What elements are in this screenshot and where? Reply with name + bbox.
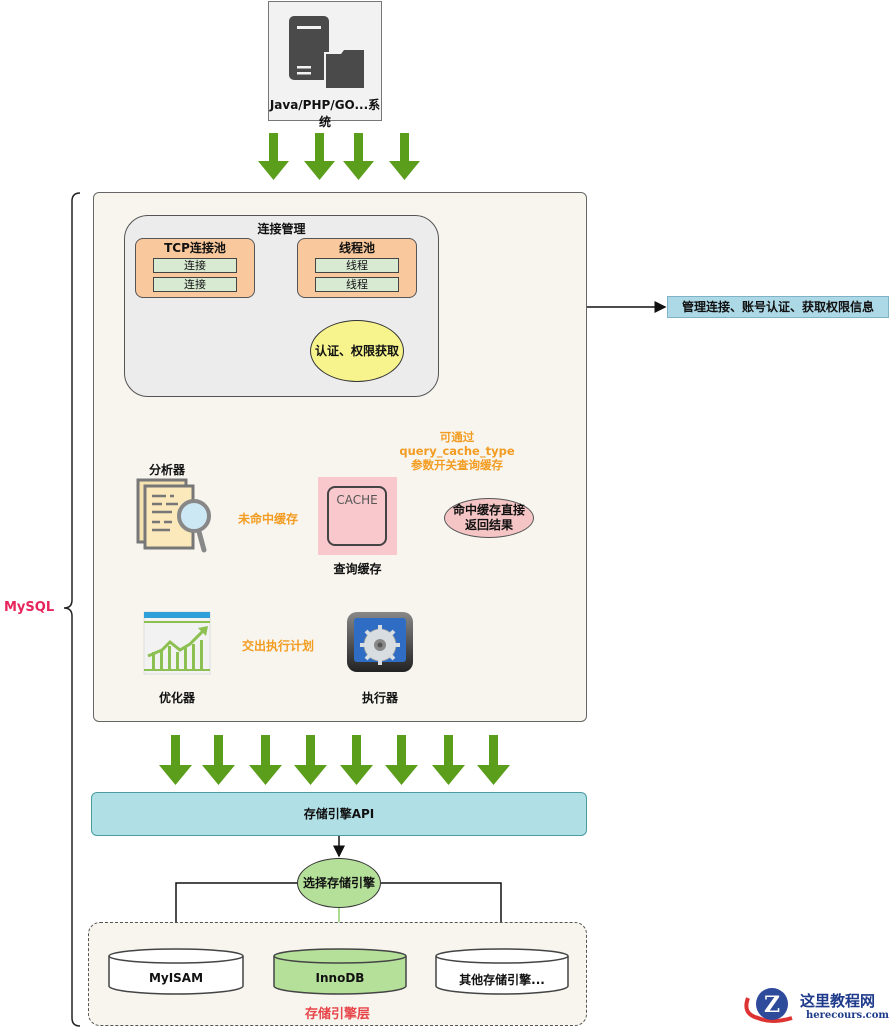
storage-engine-layer-label: 存储引擎层 [304, 1007, 370, 1022]
query-cache-label: 查询缓存 [333, 562, 382, 576]
engine-other-label: 其他存储引擎... [459, 973, 545, 987]
executor-label: 执行器 [361, 691, 398, 705]
storage-engine-api: 存储引擎API [91, 792, 587, 836]
tcp-connection-pool: TCP连接池 连接 连接 [135, 238, 255, 298]
mysql-brace [63, 192, 81, 1027]
green-arrow [343, 133, 374, 180]
watermark-title: 这里教程网 [800, 992, 876, 1010]
green-arrow [385, 735, 418, 785]
engine-other [435, 948, 569, 995]
optimizer-label: 优化器 [158, 691, 195, 705]
cache-hit-ellipse: 命中缓存直接 返回结果 [444, 498, 534, 538]
cache-hit-line: 返回结果 [464, 518, 513, 532]
cache-icon [327, 486, 387, 546]
green-arrow [159, 735, 192, 785]
thread-pool: 线程池 线程 线程 [297, 238, 417, 298]
green-arrow [249, 735, 282, 785]
green-arrow [258, 133, 289, 180]
gear-icon [347, 612, 413, 672]
bubble-text: 可通过 query_cache_type 参数开关查询缓存 [396, 430, 518, 472]
svg-text:Z: Z [764, 992, 780, 1018]
green-arrow [294, 735, 327, 785]
connection-slot: 连接 [153, 277, 237, 292]
thread-pool-title: 线程池 [338, 241, 375, 255]
cache-hit-line: 命中缓存直接 [452, 503, 525, 517]
client-system-label: Java/PHP/GO...系统 [269, 98, 381, 129]
watermark-url: herecours.com [806, 1010, 890, 1021]
watermark-logo-icon: Z [744, 988, 793, 1023]
thread-slot: 线程 [315, 277, 399, 292]
bubble-line: query_cache_type [399, 444, 515, 458]
thread-slot: 线程 [315, 258, 399, 273]
green-arrow [304, 133, 335, 180]
connection-management-title: 连接管理 [257, 222, 306, 236]
green-arrow [389, 133, 420, 180]
bubble-line: 可通过 [439, 430, 475, 444]
client-arrows [258, 133, 420, 180]
plan-label: 交出执行计划 [240, 637, 317, 654]
green-arrow [340, 735, 373, 785]
green-arrow [202, 735, 235, 785]
cache-text: CACHE [336, 493, 378, 507]
server-folder-icon [289, 16, 367, 90]
chart-growth-icon [143, 611, 211, 675]
select-engine-ellipse: 选择存储引擎 [297, 858, 381, 908]
engine-innodb [273, 948, 407, 995]
storage-arrows [159, 735, 510, 785]
connection-info-box: 管理连接、账号认证、获取权限信息 [667, 296, 889, 318]
engine-myisam-label: MyISAM [148, 971, 204, 985]
tcp-pool-title: TCP连接池 [164, 241, 226, 255]
engine-innodb-label: InnoDB [315, 971, 365, 985]
auth-ellipse: 认证、权限获取 [310, 320, 404, 382]
connection-slot: 连接 [153, 258, 237, 273]
engine-myisam [108, 948, 244, 995]
green-arrow [432, 735, 465, 785]
analyzer-label: 分析器 [148, 463, 185, 477]
bubble-line: 参数开关查询缓存 [411, 458, 503, 472]
document-magnifier-icon [136, 478, 211, 553]
mysql-label: MySQL [4, 600, 55, 615]
cache-miss-label: 未命中缓存 [236, 510, 301, 527]
client-system-box [268, 1, 382, 121]
green-arrow [477, 735, 510, 785]
